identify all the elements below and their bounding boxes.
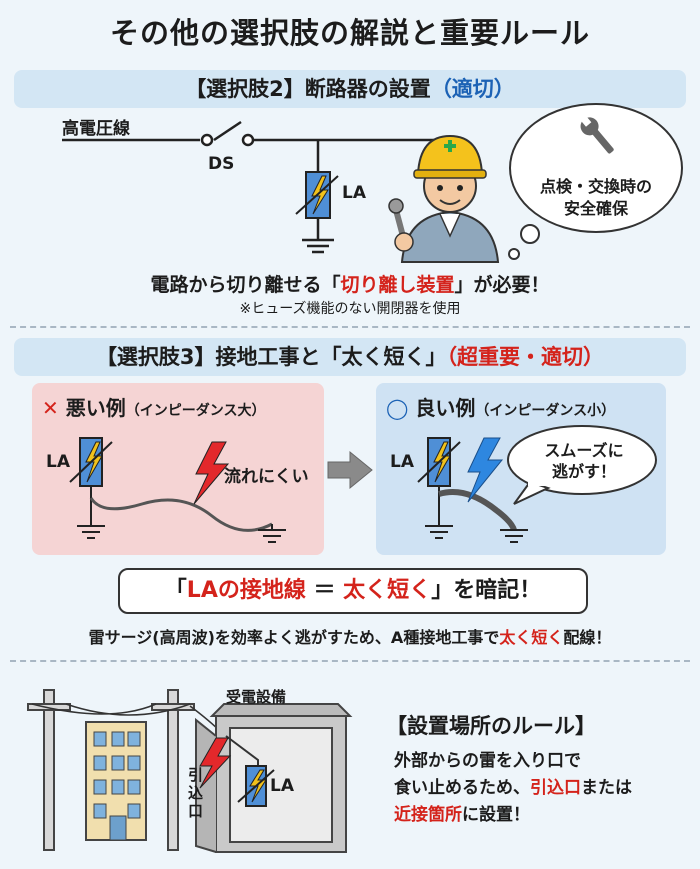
section2-header: 【選択肢2】断路器の設置（適切） bbox=[14, 70, 686, 108]
thought-bubble bbox=[508, 103, 683, 260]
thought-bubble-text: 点検・交換時の 安全確保 bbox=[526, 176, 666, 220]
bad-flow-text: 流れにくい bbox=[224, 467, 309, 487]
rule-2c: または bbox=[581, 778, 632, 798]
rule-3b: に設置！ bbox=[462, 805, 530, 825]
section3-explanation: 雷サージ(高周波)を効率よく逃がすため、A種接地工事で太く短く配線！ bbox=[0, 624, 700, 648]
installation-illustration bbox=[27, 689, 353, 853]
surge-arrester-icon bbox=[237, 765, 275, 807]
disconnector-circuit-diagram bbox=[62, 120, 460, 254]
bad-title: 悪い例 bbox=[65, 396, 126, 420]
divider bbox=[10, 660, 690, 662]
speech-line-1: スムーズに bbox=[544, 441, 624, 460]
speech-bubble-text: スムーズに 逃がす！ bbox=[514, 440, 654, 482]
speech-bubble bbox=[507, 425, 657, 505]
rule-line-2: 食い止めるため、引込口または bbox=[394, 775, 632, 802]
section4-la-label: LA bbox=[270, 776, 294, 796]
memo-b: LAの接地線 bbox=[186, 578, 306, 603]
section3-verdict: （超重要・適切） bbox=[446, 345, 605, 369]
high-voltage-line-label: 高電圧線 bbox=[62, 119, 130, 139]
bad-example-title: ✕ 悪い例（インピーダンス大） bbox=[42, 392, 265, 421]
rule-title: 【設置場所のルール】 bbox=[386, 714, 596, 738]
surge-arrester-icon bbox=[417, 437, 461, 487]
wrench-icon bbox=[580, 116, 614, 154]
good-sub: （インピーダンス小） bbox=[475, 403, 616, 419]
rule-line-3: 近接箇所に設置！ bbox=[394, 802, 632, 829]
bad-sub: （インピーダンス大） bbox=[125, 403, 266, 419]
memo-box: 「LAの接地線 ＝ 太く短く」を暗記！ bbox=[118, 568, 588, 614]
speech-line-2: 逃がす！ bbox=[551, 462, 616, 481]
rule-text: 外部からの雷を入り口で 食い止めるため、引込口または 近接箇所に設置！ bbox=[394, 748, 632, 829]
caption-part-a: 電路から切り離せる「 bbox=[150, 274, 341, 296]
utility-pole-icon bbox=[27, 689, 195, 851]
equipment-label: 受電設備 bbox=[226, 688, 287, 706]
rule-2b: 引込口 bbox=[530, 778, 581, 798]
good-title: 良い例 bbox=[415, 396, 476, 420]
bubble-line-2: 安全確保 bbox=[563, 199, 628, 218]
page-title: その他の選択肢の解説と重要ルール bbox=[109, 16, 590, 50]
good-example-diagram bbox=[417, 437, 528, 543]
rule-2a: 食い止めるため、 bbox=[394, 778, 530, 798]
section2-note: ※ヒューズ機能のない開閉器を使用 bbox=[239, 301, 461, 317]
good-la-label: LA bbox=[390, 452, 414, 472]
memo-a: 「 bbox=[164, 578, 187, 603]
circle-icon: ◯ bbox=[386, 396, 409, 420]
lightning-icon bbox=[193, 441, 230, 505]
surge-arrester-icon bbox=[69, 437, 113, 487]
good-example-title: ◯ 良い例（インピーダンス小） bbox=[386, 392, 615, 421]
rule-line-1: 外部からの雷を入り口で bbox=[394, 751, 581, 771]
section3-header: 【選択肢3】接地工事と「太く短く」（超重要・適切） bbox=[14, 338, 686, 376]
rule-3a: 近接箇所 bbox=[394, 805, 462, 825]
surge-arrester-icon bbox=[295, 171, 339, 219]
la-label: LA bbox=[342, 183, 366, 203]
section2-verdict: （適切） bbox=[430, 77, 515, 101]
cross-icon: ✕ bbox=[42, 396, 59, 420]
arrow-right-icon bbox=[327, 450, 373, 490]
explain-a: 雷サージ(高周波)を効率よく逃がすため、A種接地工事で bbox=[88, 628, 500, 647]
caption-highlight: 切り離し装置 bbox=[340, 274, 455, 296]
memo-d: 太く短く bbox=[343, 578, 432, 603]
building-icon bbox=[85, 721, 147, 841]
lightning-icon bbox=[199, 737, 232, 789]
explain-c: 配線！ bbox=[563, 628, 612, 647]
divider bbox=[10, 326, 690, 328]
entry-label: 引込口 bbox=[188, 766, 204, 820]
section3-header-text: 【選択肢3】接地工事と「太く短く」 bbox=[95, 345, 447, 369]
memo-e: 」を暗記！ bbox=[431, 578, 542, 603]
bad-la-label: LA bbox=[46, 452, 70, 472]
explain-b: 太く短く bbox=[499, 628, 564, 647]
caption-part-c: 」が必要！ bbox=[454, 274, 550, 296]
lightning-icon bbox=[467, 437, 504, 503]
hard-hat-worker-icon bbox=[388, 134, 500, 263]
section2-header-text: 【選択肢2】断路器の設置 bbox=[185, 77, 431, 101]
memo-c: ＝ bbox=[305, 578, 344, 603]
section2-caption: 電路から切り離せる「切り離し装置」が必要！ bbox=[0, 270, 700, 297]
ds-label: DS bbox=[208, 154, 235, 174]
bad-example-diagram bbox=[69, 437, 286, 543]
bubble-line-1: 点検・交換時の bbox=[539, 177, 652, 196]
